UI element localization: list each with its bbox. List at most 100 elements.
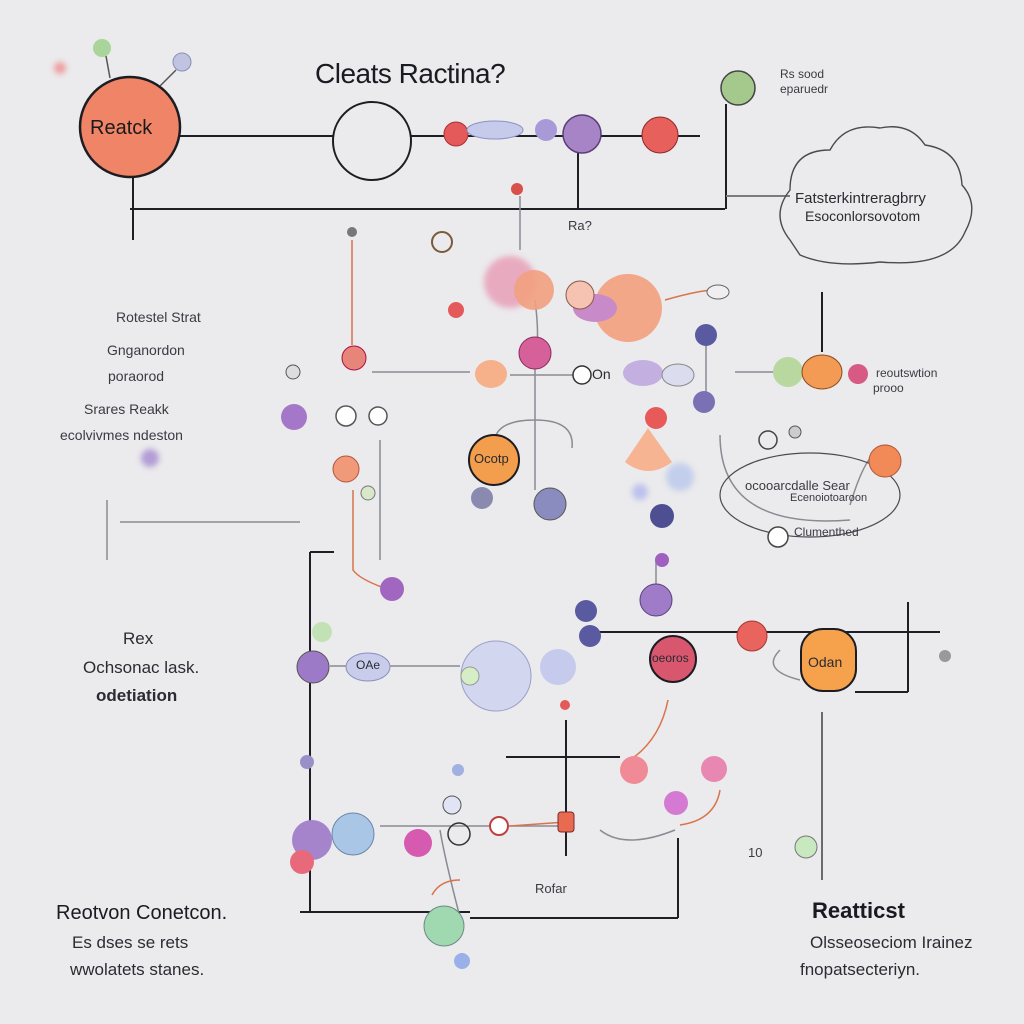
orange-node-left	[332, 455, 360, 483]
magenta-node-bottom	[404, 829, 432, 857]
grey-dot	[347, 227, 357, 237]
red-labeled-node	[649, 635, 697, 683]
grey-node-right	[788, 425, 802, 439]
nodes	[54, 39, 951, 969]
pale-green-lower	[312, 622, 332, 642]
hollow-node-bottom	[447, 822, 471, 846]
small-blue-node	[172, 52, 192, 72]
large-peach-node	[594, 274, 662, 342]
left-note-5: ecolvivmes ndeston	[60, 427, 183, 443]
red-node-right	[641, 116, 679, 154]
hollow-node-right	[758, 430, 778, 450]
blue-dot-mid	[452, 764, 464, 776]
lavender-capsule-node	[623, 360, 663, 386]
navy-node-lower	[575, 600, 597, 622]
orange-node-label: Odan	[808, 654, 843, 670]
grey-dot-right	[939, 650, 951, 662]
center-orange-node	[468, 434, 520, 486]
peach-cone-node	[625, 428, 672, 471]
blue-dot-bottom	[454, 953, 470, 969]
purple-small-node	[655, 553, 669, 567]
top-right-note-line1: Rs sood	[780, 67, 825, 81]
blurred-blue-node	[666, 463, 694, 491]
grey-blue-node	[471, 487, 493, 509]
bottom-right-line3: fnopatsecteriyn.	[800, 960, 921, 979]
blue-node	[533, 487, 567, 521]
bottom-right-title: Reatticst	[812, 898, 905, 923]
white-node-left-2	[368, 406, 388, 426]
purple-node-lower-mid	[639, 583, 673, 617]
white-node-bottom	[442, 795, 462, 815]
bubble-text-line1: ocooarcdalle Sear	[745, 478, 850, 493]
blue-capsule-node	[466, 120, 524, 140]
blurred-blue-small	[632, 484, 648, 500]
purple-node-left	[281, 404, 307, 430]
hollow-node	[431, 231, 453, 253]
empty-circle-node	[332, 101, 412, 181]
left-note-2: Gnganordon	[107, 342, 185, 358]
red-node-label: oeoros	[652, 651, 689, 665]
red-node-lower	[736, 620, 768, 652]
purple-node-lower-left	[296, 650, 330, 684]
red-small-center	[448, 302, 464, 318]
pale-green-node-bottom	[794, 835, 818, 859]
pink-node	[518, 336, 552, 370]
white-capsule-node	[706, 284, 730, 300]
green-node-bottom	[423, 905, 465, 947]
orange-node-right	[801, 354, 843, 390]
main-reactant-node	[78, 75, 182, 179]
connector-lines	[130, 104, 940, 919]
cloud-text-line2: Esoconlorsovotom	[805, 208, 921, 224]
mid-left-line2: Ochsonac lask.	[83, 658, 200, 677]
salmon-node	[341, 345, 367, 371]
left-note-4: Srares Reakk	[84, 401, 169, 417]
left-note-1: Rotestel Strat	[116, 309, 201, 325]
red-node	[443, 121, 469, 147]
purple-node-lower	[380, 577, 404, 601]
lavender-node-lower	[540, 649, 576, 685]
blurred-purple-node	[141, 449, 159, 467]
short-label: Ra?	[568, 218, 592, 233]
navy-node	[650, 504, 674, 528]
pink-node-mid	[620, 756, 648, 784]
ten-label: 10	[748, 845, 763, 860]
bottom-right-line2: Olsseoseciom Irainez	[810, 933, 973, 952]
small-red-node	[511, 183, 523, 195]
bottom-left-line2: Es dses se rets	[72, 933, 189, 952]
top-right-note-line2: eparuedr	[780, 82, 829, 96]
white-node-bubble	[767, 526, 789, 548]
green-small-node	[460, 666, 480, 686]
magenta-node-mid	[664, 791, 688, 815]
blurred-red-dot	[54, 62, 66, 74]
main-node-label: Reatck	[90, 117, 153, 139]
mid-left-line1: Rex	[123, 629, 154, 648]
oae-label: OAe	[356, 658, 381, 672]
small-green-node	[93, 39, 111, 57]
indigo-node	[695, 324, 717, 346]
thin-connectors	[106, 196, 886, 926]
peach-small-node	[565, 280, 595, 310]
mid-left-line3: odetiation	[96, 686, 178, 705]
green-node-top-right	[720, 70, 756, 106]
center-node-label: Ocotp	[474, 451, 509, 466]
diagram-title: Cleats Ractina?	[315, 58, 506, 89]
orange-labeled-node	[800, 628, 857, 692]
white-node-left	[335, 405, 357, 427]
red-dot-lower	[560, 700, 570, 710]
lavender-dot	[300, 755, 314, 769]
lavender-node	[535, 119, 557, 141]
navy-node-lower-2	[579, 625, 601, 647]
cloud-outline	[779, 126, 973, 265]
pink-node-bottom	[290, 850, 314, 874]
indigo-node-2	[693, 391, 715, 413]
bubble-text-line2: Ecenoiotoaroon	[790, 492, 868, 504]
oae-capsule-node	[345, 652, 391, 682]
pink-node-right	[848, 364, 868, 384]
bottom-left-title: Reotvon Conetcon.	[56, 902, 228, 924]
light-green-node	[773, 357, 803, 387]
white-node	[572, 365, 592, 385]
peach-node	[514, 270, 554, 310]
right-small-label-line1: reoutswtion	[876, 366, 938, 380]
bottom-mid-label: Rofar	[535, 881, 567, 896]
